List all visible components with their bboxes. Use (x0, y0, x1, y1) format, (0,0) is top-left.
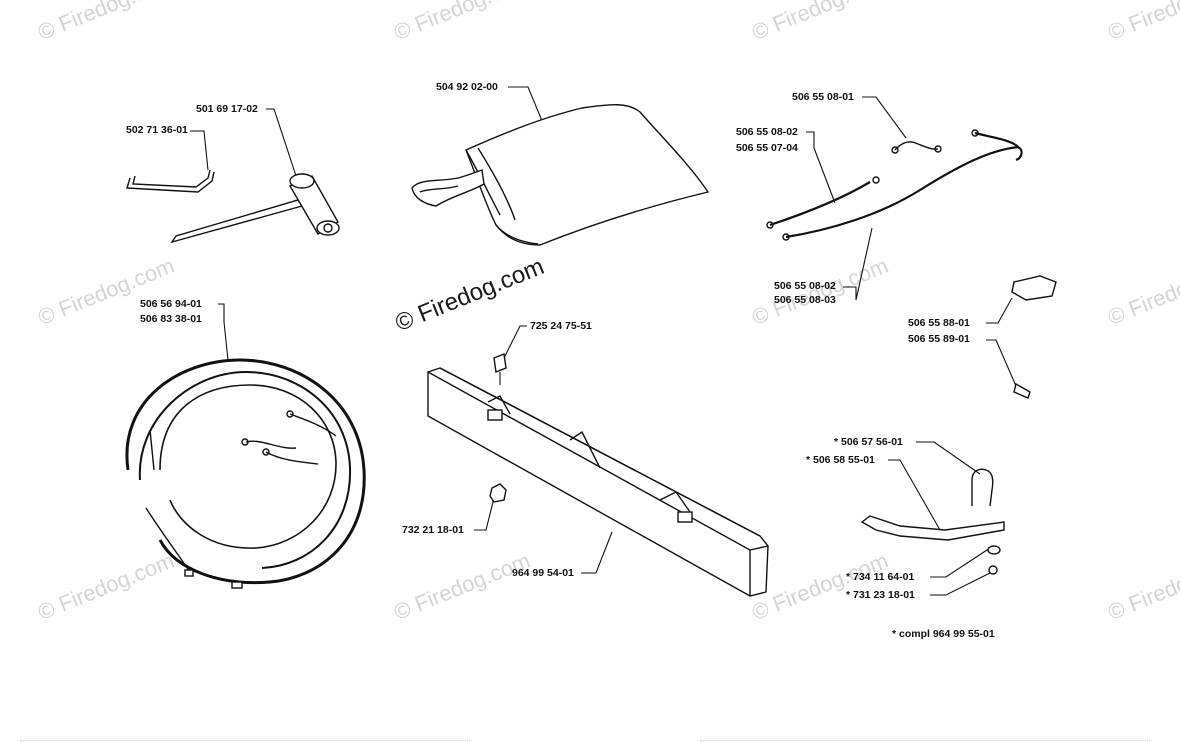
socket-wrench (170, 173, 340, 244)
part-label: 506 55 07-04 (736, 142, 798, 154)
divider (700, 740, 1150, 741)
part-label: * 734 11 64-01 (846, 571, 915, 583)
part-label: 506 56 94-01 (140, 298, 202, 310)
footnote: * compl 964 99 55-01 (892, 628, 995, 640)
part-label: 506 55 08-01 (792, 91, 854, 103)
part-label: * 506 58 55-01 (806, 454, 875, 466)
wiring-harness (125, 358, 366, 589)
battery-cables (766, 129, 1023, 241)
part-label: * 731 23 18-01 (846, 589, 915, 601)
part-label: 506 55 08-02 (736, 126, 798, 138)
part-label: 725 24 75-51 (530, 320, 592, 332)
part-label: 506 55 08-02 (774, 280, 836, 292)
l-wrench (126, 169, 215, 193)
bumper-bar (427, 367, 769, 597)
part-label: 506 55 88-01 (908, 317, 970, 329)
leader-lines (190, 86, 1017, 596)
part-label: 506 55 08-03 (774, 294, 836, 306)
part-label: * 506 57 56-01 (834, 436, 903, 448)
part-label: 502 71 36-01 (126, 124, 188, 136)
divider (20, 740, 470, 741)
bolt (489, 353, 507, 503)
part-label: 506 83 38-01 (140, 313, 202, 325)
part-label: 504 92 02-00 (436, 81, 498, 93)
part-label: 964 99 54-01 (512, 567, 574, 579)
bracket (860, 468, 1005, 575)
connectors (1011, 275, 1057, 399)
tool-bag (411, 104, 710, 246)
part-label: 506 55 89-01 (908, 333, 970, 345)
part-label: 501 69 17-02 (196, 103, 258, 115)
part-label: 732 21 18-01 (402, 524, 464, 536)
